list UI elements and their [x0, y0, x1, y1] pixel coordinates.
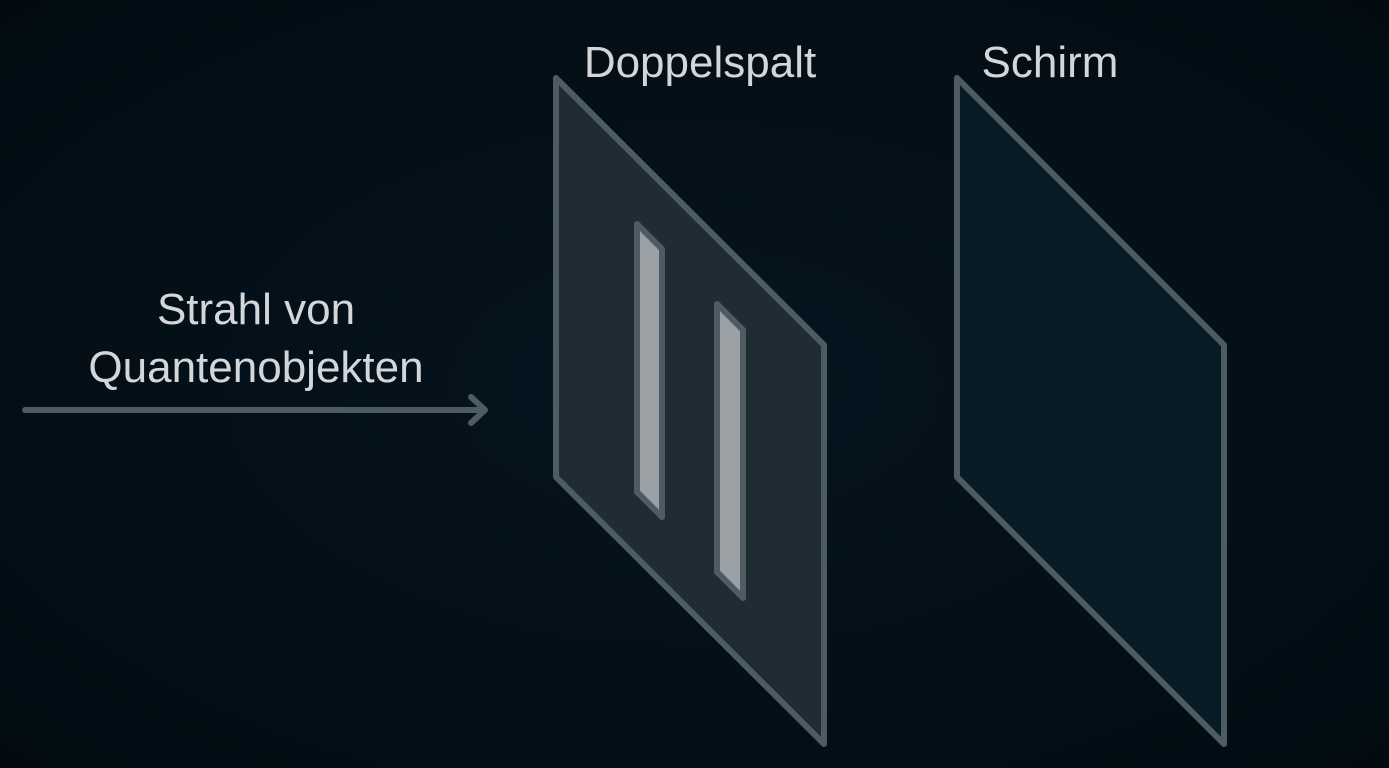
beam-label-line1: Strahl von — [157, 285, 355, 334]
beam-arrow — [22, 394, 488, 426]
screen-plate — [954, 75, 1227, 747]
beam-label-line2: Quantenobjekten — [88, 343, 423, 392]
double-slit-label: Doppelspalt — [584, 38, 816, 87]
screen-label: Schirm — [982, 38, 1119, 87]
slit-opening-1 — [634, 221, 665, 520]
slit-opening-2 — [714, 301, 746, 601]
double-slit-plate — [553, 75, 827, 747]
